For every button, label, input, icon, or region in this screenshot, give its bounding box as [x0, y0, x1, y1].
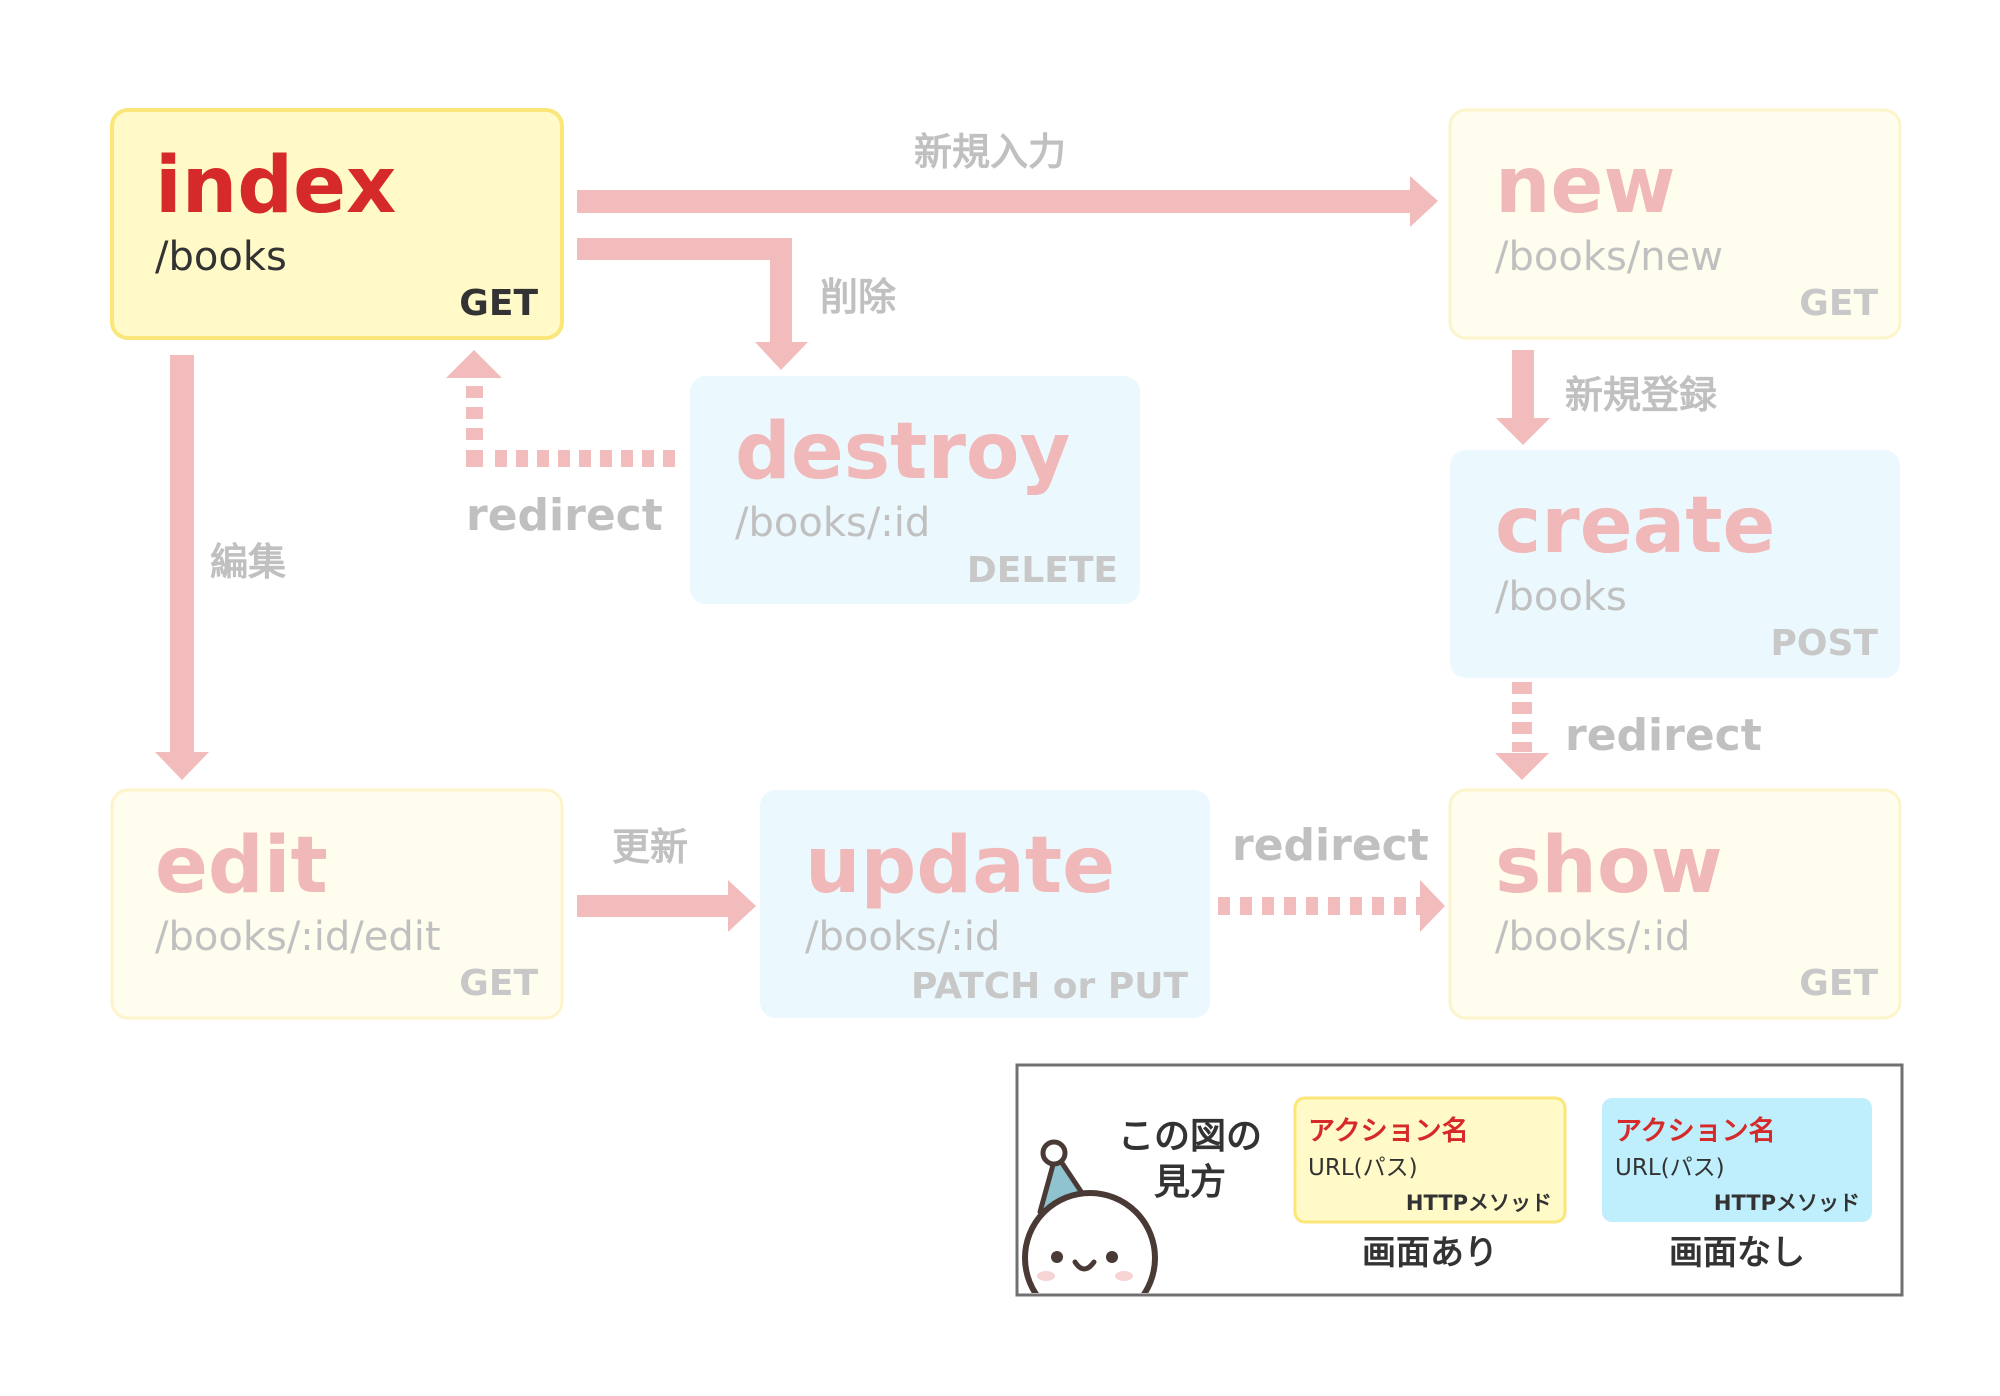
node-destroy: destroy /books/:id DELETE [690, 376, 1140, 604]
legend-screen-method: HTTPメソッド [1406, 1191, 1552, 1215]
legend: この図の 見方 アクション名 URL(パス) HTTPメソッド 画面あり アクシ… [1015, 1063, 1904, 1297]
node-show-path: /books/:id [1495, 914, 1690, 960]
node-destroy-title: destroy [735, 407, 1070, 497]
edge-label-update: 更新 [612, 825, 688, 869]
node-destroy-path: /books/:id [735, 500, 930, 546]
node-index-path: /books [155, 234, 287, 280]
node-update: update /books/:id PATCH or PUT [760, 790, 1210, 1018]
edge-label-register: 新規登録 [1565, 373, 1718, 417]
mascot-icon [1022, 1139, 1158, 1293]
node-show-method: GET [1799, 963, 1878, 1004]
node-update-method: PATCH or PUT [911, 966, 1188, 1007]
arrow-index-to-destroy [577, 238, 808, 370]
arrow-index-to-new [577, 176, 1438, 227]
arrow-edit-to-update [577, 880, 756, 932]
legend-noscreen-url: URL(パス) [1615, 1155, 1725, 1181]
node-new-path: /books/new [1495, 234, 1723, 280]
legend-noscreen-action: アクション名 [1615, 1115, 1776, 1147]
edge-label-redirect-create: redirect [1565, 710, 1762, 761]
node-new-title: new [1495, 141, 1676, 231]
legend-heading-line1: この図の [1118, 1116, 1262, 1157]
legend-noscreen-caption: 画面なし [1669, 1233, 1805, 1273]
legend-screen-box: アクション名 URL(パス) HTTPメソッド [1293, 1096, 1567, 1224]
node-create-path: /books [1495, 574, 1627, 620]
legend-heading-line2: 見方 [1154, 1162, 1226, 1203]
edge-label-edit: 編集 [210, 540, 286, 584]
edge-label-new-input: 新規入力 [914, 130, 1066, 174]
node-new-method: GET [1799, 283, 1878, 324]
legend-screen-caption: 画面あり [1362, 1233, 1498, 1273]
edge-label-redirect-destroy: redirect [466, 490, 663, 541]
node-show: show /books/:id GET [1448, 788, 1902, 1020]
node-new: new /books/new GET [1448, 108, 1902, 340]
node-index-title: index [155, 141, 396, 231]
node-index-method: GET [459, 283, 538, 324]
legend-noscreen-box: アクション名 URL(パス) HTTPメソッド [1602, 1098, 1872, 1222]
node-update-title: update [805, 821, 1115, 911]
node-destroy-method: DELETE [967, 550, 1118, 591]
arrow-create-to-show-redirect [1495, 682, 1549, 780]
legend-screen-url: URL(パス) [1308, 1155, 1418, 1181]
edge-label-redirect-update: redirect [1232, 820, 1429, 871]
legend-noscreen-method: HTTPメソッド [1714, 1191, 1860, 1215]
node-edit: edit /books/:id/edit GET [110, 788, 564, 1020]
edge-label-delete: 削除 [820, 275, 897, 319]
arrow-index-to-edit [155, 355, 209, 780]
node-create: create /books POST [1450, 450, 1900, 678]
legend-screen-action: アクション名 [1308, 1115, 1469, 1147]
node-create-method: POST [1771, 623, 1879, 664]
node-update-path: /books/:id [805, 914, 1000, 960]
arrow-destroy-to-index-redirect [446, 350, 675, 467]
node-show-title: show [1495, 821, 1723, 911]
arrow-new-to-create [1496, 350, 1550, 445]
node-edit-method: GET [459, 963, 538, 1004]
node-create-title: create [1495, 481, 1775, 571]
node-edit-title: edit [155, 821, 328, 911]
node-edit-path: /books/:id/edit [155, 914, 441, 960]
arrow-update-to-show-redirect [1218, 880, 1445, 932]
node-index: index /books GET [110, 108, 564, 340]
